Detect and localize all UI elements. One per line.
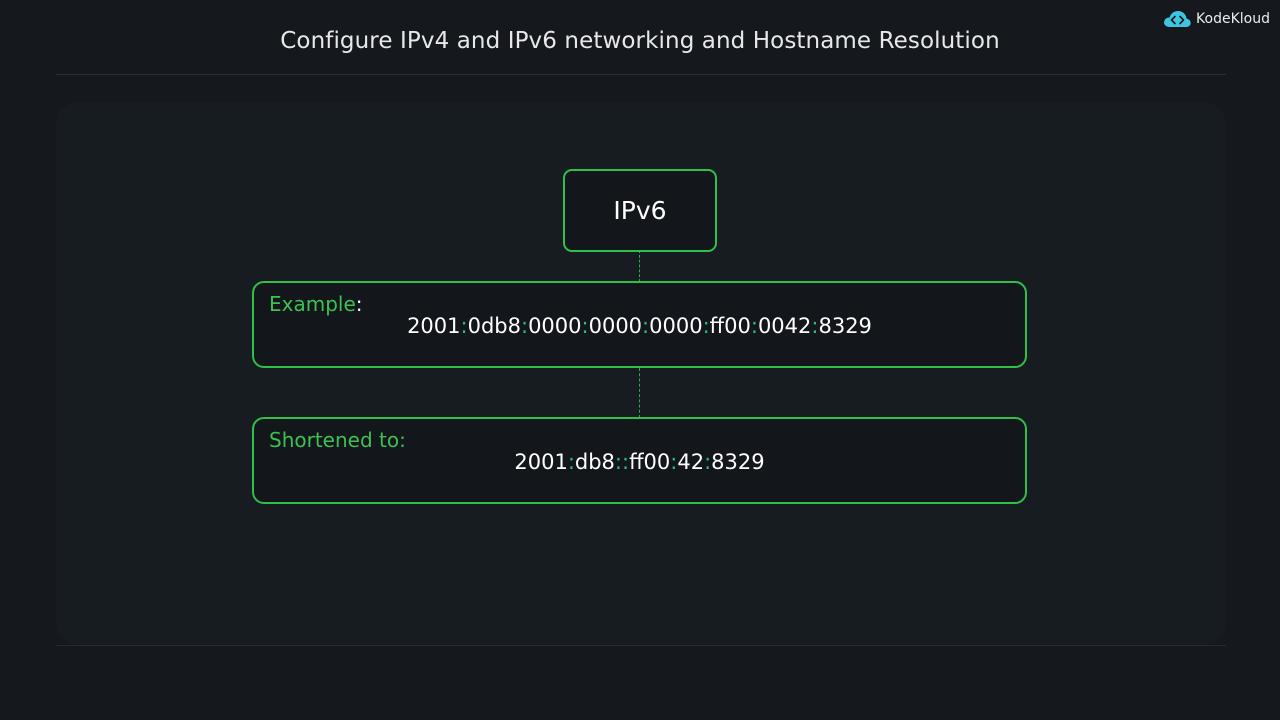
address-group: 0000 xyxy=(528,314,582,338)
ipv6-root-label: IPv6 xyxy=(613,196,667,225)
address-separator: : xyxy=(642,314,650,338)
address-group: 2001 xyxy=(407,314,461,338)
address-group: 8329 xyxy=(711,450,765,474)
address-group: 0000 xyxy=(588,314,643,338)
address-group: ff00 xyxy=(629,450,671,474)
example-label: Example xyxy=(269,292,356,316)
address-group: 0042 xyxy=(757,314,812,338)
address-separator: : xyxy=(520,314,529,338)
address-separator: : xyxy=(614,450,622,474)
address-separator: : xyxy=(750,314,758,338)
address-group: 2001 xyxy=(514,450,568,474)
address-separator: : xyxy=(670,450,678,474)
example-box: Example: 2001:0db8:0000:0000:0000:ff00:0… xyxy=(252,281,1027,368)
kodekloud-cloud-icon xyxy=(1162,8,1192,30)
address-separator: : xyxy=(704,450,712,474)
shortened-box: Shortened to: 2001:db8::ff00:42:8329 xyxy=(252,417,1027,504)
address-separator: : xyxy=(622,450,630,474)
shortened-address: 2001:db8::ff00:42:8329 xyxy=(254,450,1025,474)
address-group: 0000 xyxy=(649,314,703,338)
shortened-label: Shortened to: xyxy=(269,428,406,452)
connector-line-root xyxy=(639,250,640,282)
bottom-divider xyxy=(56,645,1226,646)
address-separator: : xyxy=(581,314,589,338)
ipv6-root-node: IPv6 xyxy=(563,169,717,252)
brand-name: KodeKloud xyxy=(1196,11,1270,27)
address-separator: : xyxy=(702,314,710,338)
address-separator: : xyxy=(567,450,575,474)
brand-logo: KodeKloud xyxy=(1162,8,1270,30)
example-label-wrap: Example: xyxy=(269,292,363,316)
title-divider xyxy=(56,74,1226,75)
example-address: 2001:0db8:0000:0000:0000:ff00:0042:8329 xyxy=(254,314,1025,338)
example-label-colon: : xyxy=(355,292,363,316)
address-separator: : xyxy=(460,314,468,338)
address-separator: : xyxy=(811,314,819,338)
address-group: 8329 xyxy=(818,314,872,338)
address-group: 0db8 xyxy=(467,314,521,338)
address-group: ff00 xyxy=(709,314,751,338)
page-title: Configure IPv4 and IPv6 networking and H… xyxy=(280,28,1000,54)
address-group: db8 xyxy=(574,450,615,474)
address-group: 42 xyxy=(677,450,705,474)
connector-line-example xyxy=(639,368,640,418)
